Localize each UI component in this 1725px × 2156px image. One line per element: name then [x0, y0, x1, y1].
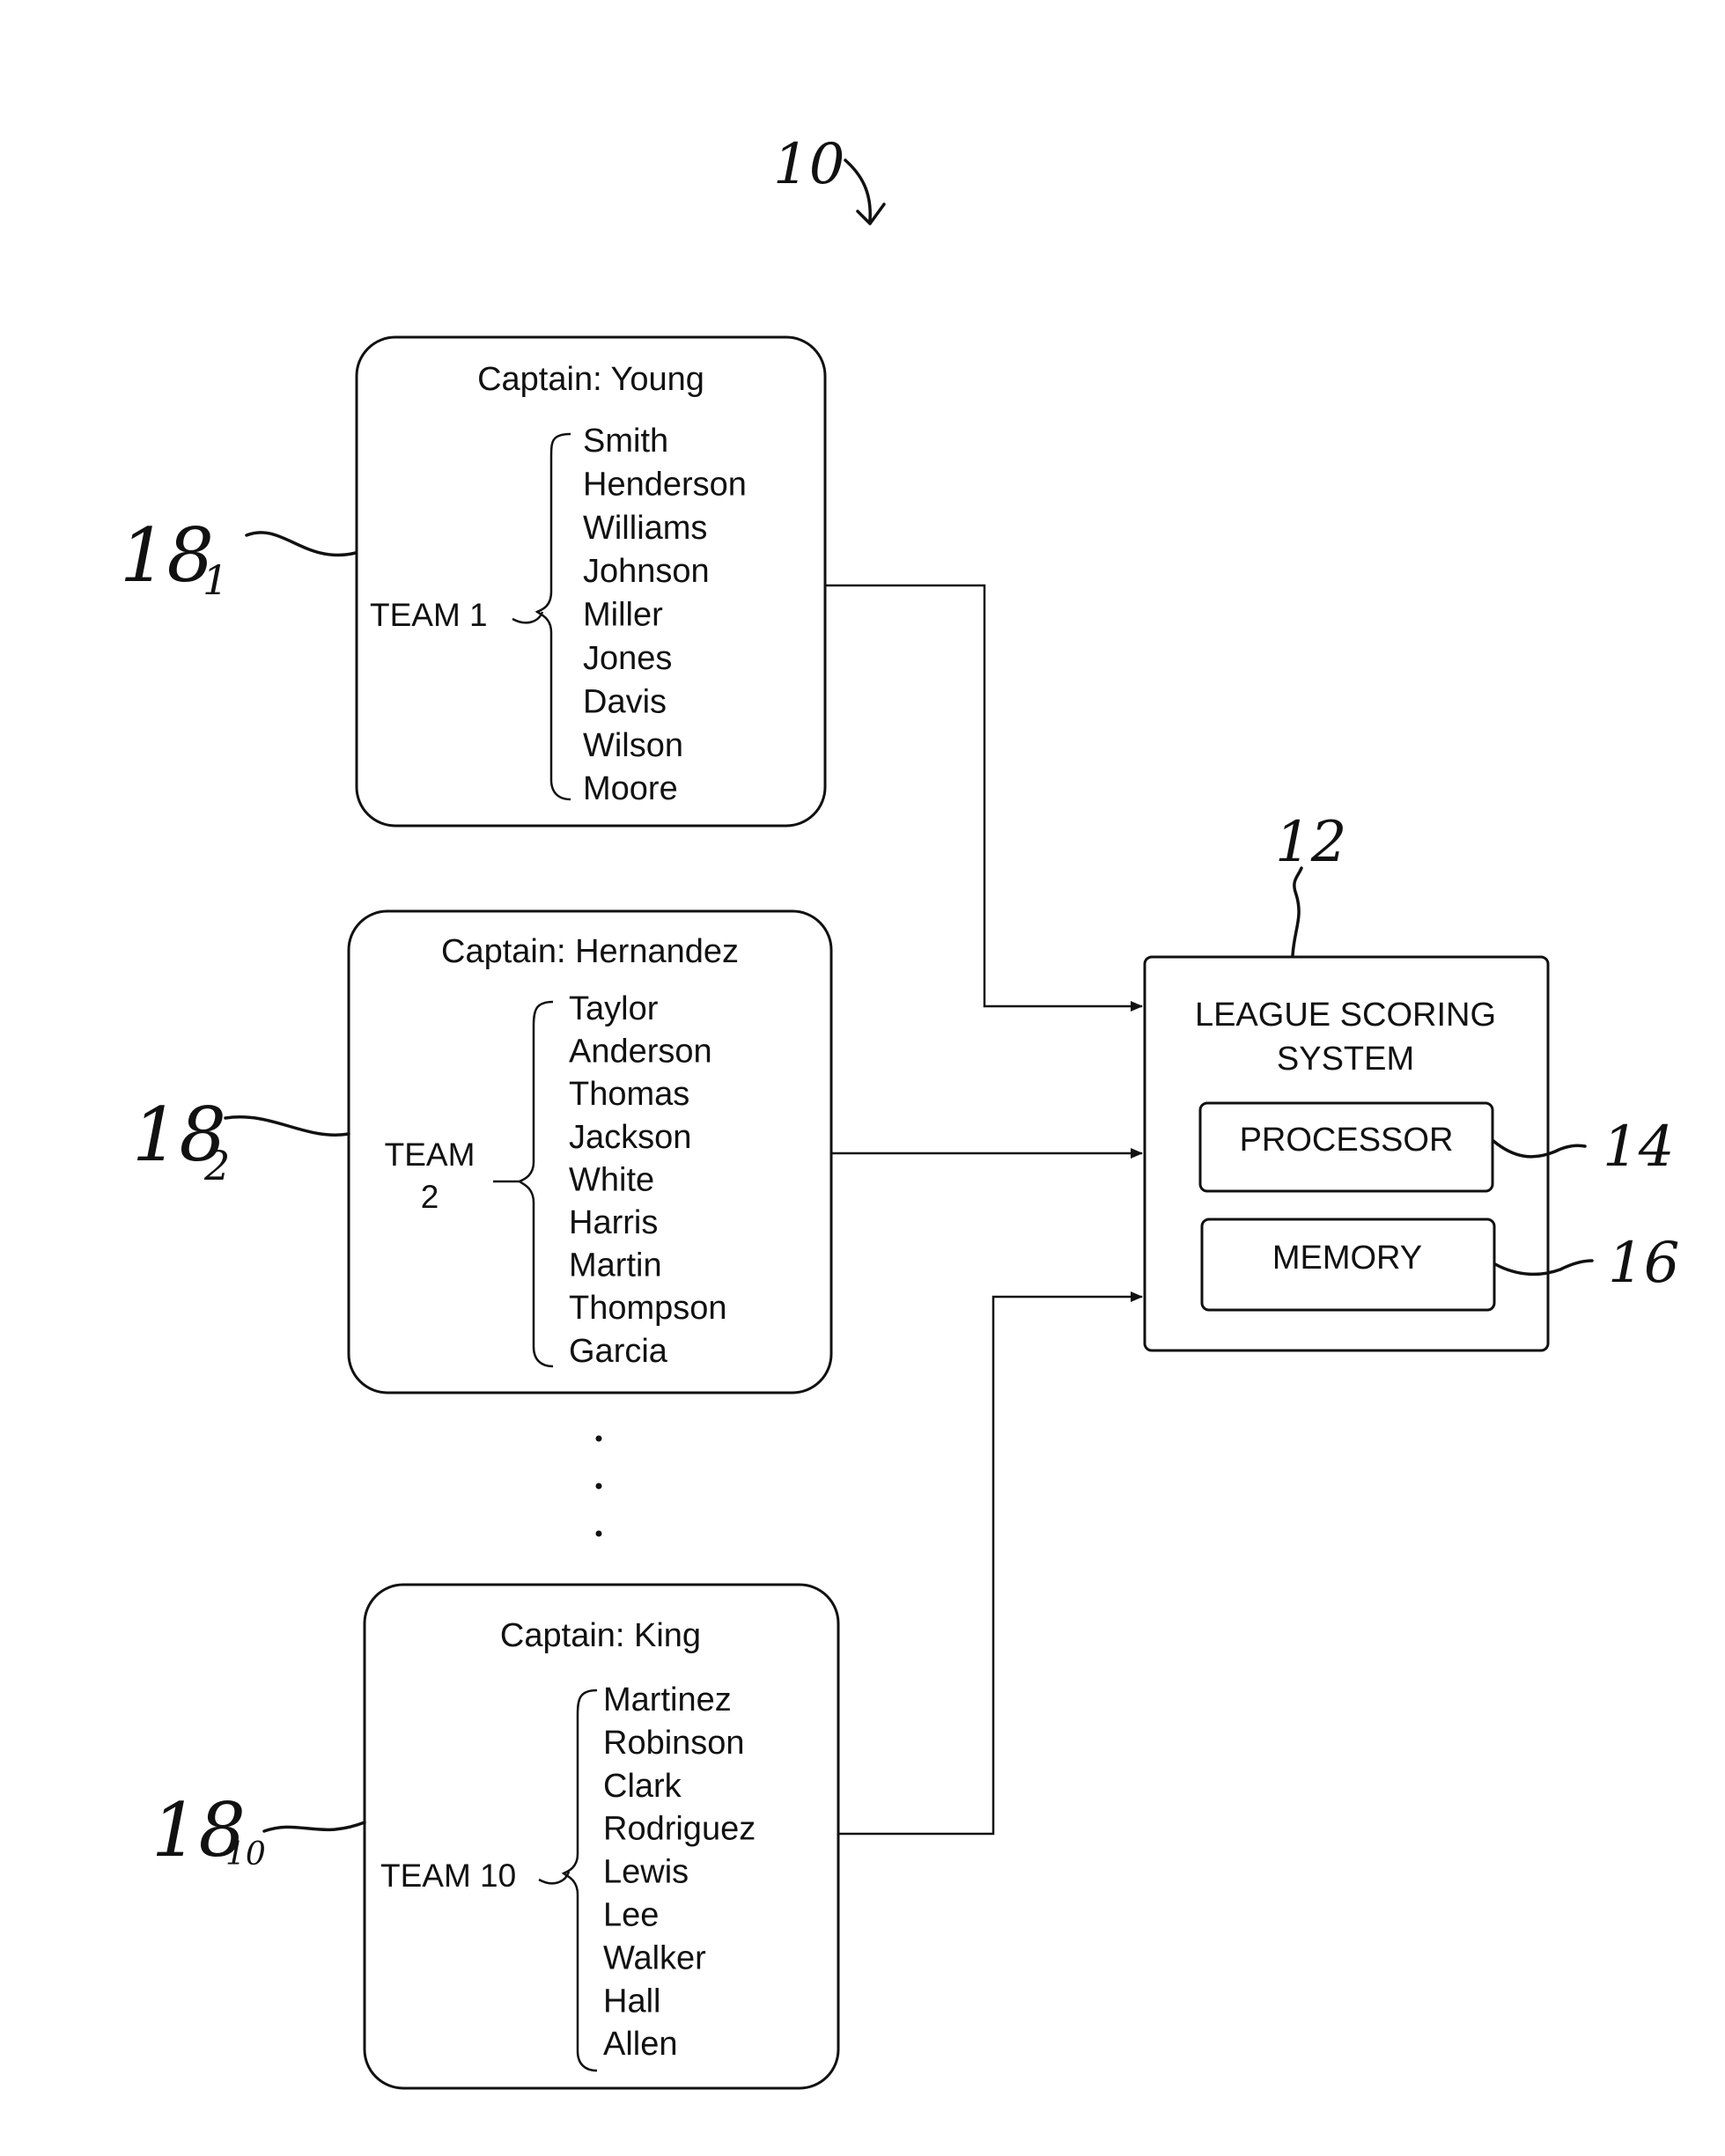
team-player-name: Rodriguez: [603, 1811, 756, 1848]
team-1-captain: Captain: Young: [477, 361, 704, 398]
team-2-ref-leader: [225, 1117, 349, 1135]
team-block-1: Captain: Young TEAM 1 SmithHendersonWill…: [120, 337, 825, 826]
team-player-name: Jones: [583, 640, 672, 677]
team-player-name: Smith: [583, 423, 668, 460]
team-10-ref-leader: [264, 1822, 365, 1831]
team-player-name: Thompson: [569, 1290, 727, 1327]
team-player-name: Moore: [583, 770, 678, 807]
team-block-2: Captain: Hernandez TEAM 2 TaylorAnderson…: [132, 911, 831, 1393]
team-2-ref-subscript: 2: [203, 1142, 230, 1189]
team-player-name: White: [569, 1161, 654, 1198]
team-player-name: Anderson: [569, 1034, 712, 1071]
processor-ref-number: 14: [1603, 1115, 1674, 1180]
team-player-name: Miller: [583, 597, 663, 634]
team-player-name: Walker: [603, 1939, 706, 1976]
team-player-name: Clark: [603, 1768, 682, 1805]
team-1-ref-subscript: 1: [203, 556, 228, 604]
connectors: [825, 585, 1142, 1834]
figure-reference: 10: [773, 132, 884, 224]
team-ellipsis: [596, 1436, 602, 1537]
team-player-name: Allen: [603, 2026, 678, 2063]
team-player-name: Johnson: [583, 553, 710, 590]
processor-label: PROCESSOR: [1240, 1122, 1454, 1159]
figure-arrow-icon: [845, 160, 884, 224]
ellipsis-dot: [596, 1483, 602, 1490]
team-player-name: Jackson: [569, 1119, 691, 1156]
team-box-10: [365, 1585, 838, 2088]
team-1-connector-arrow: [825, 585, 1142, 1006]
team-player-name: Henderson: [583, 466, 747, 503]
team-player-name: Garcia: [569, 1333, 668, 1370]
ellipsis-dot: [596, 1436, 602, 1442]
team-player-name: Williams: [583, 510, 707, 547]
team-player-name: Wilson: [583, 727, 683, 764]
team-player-name: Robinson: [603, 1725, 745, 1762]
figure-number: 10: [773, 132, 844, 197]
team-player-name: Martinez: [603, 1681, 732, 1718]
team-2-captain: Captain: Hernandez: [441, 933, 739, 970]
team-player-name: Taylor: [569, 990, 659, 1027]
system-ref-number: 12: [1275, 810, 1346, 875]
team-1-ref-number: 18: [120, 512, 214, 599]
system-ref-leader: [1293, 868, 1301, 955]
memory-ref-number: 16: [1608, 1231, 1679, 1296]
league-scoring-system: LEAGUE SCORING SYSTEM PROCESSOR MEMORY 1…: [1145, 810, 1679, 1350]
team-10-captain: Captain: King: [500, 1617, 701, 1654]
team-2-label-line1: TEAM: [385, 1137, 475, 1173]
memory-label: MEMORY: [1272, 1240, 1422, 1277]
team-block-10: Captain: King TEAM 10 MartinezRobinsonCl…: [151, 1585, 838, 2088]
team-player-name: Lee: [603, 1897, 659, 1934]
system-title-line2: SYSTEM: [1277, 1041, 1414, 1078]
team-player-name: Martin: [569, 1247, 662, 1284]
team-player-name: Harris: [569, 1204, 658, 1241]
team-2-label-line2: 2: [421, 1179, 439, 1215]
ellipsis-dot: [596, 1531, 602, 1537]
team-10-connector-arrow: [838, 1297, 1142, 1834]
team-1-label: TEAM 1: [370, 597, 488, 633]
team-player-name: Davis: [583, 683, 667, 720]
team-player-name: Thomas: [569, 1076, 689, 1113]
team-1-ref-leader: [247, 533, 356, 556]
team-10-ref-subscript: 10: [225, 1836, 266, 1873]
team-player-name: Lewis: [603, 1854, 689, 1891]
team-player-name: Hall: [603, 1983, 660, 2020]
system-title-line1: LEAGUE SCORING: [1195, 997, 1496, 1034]
team-10-label: TEAM 10: [380, 1858, 516, 1894]
